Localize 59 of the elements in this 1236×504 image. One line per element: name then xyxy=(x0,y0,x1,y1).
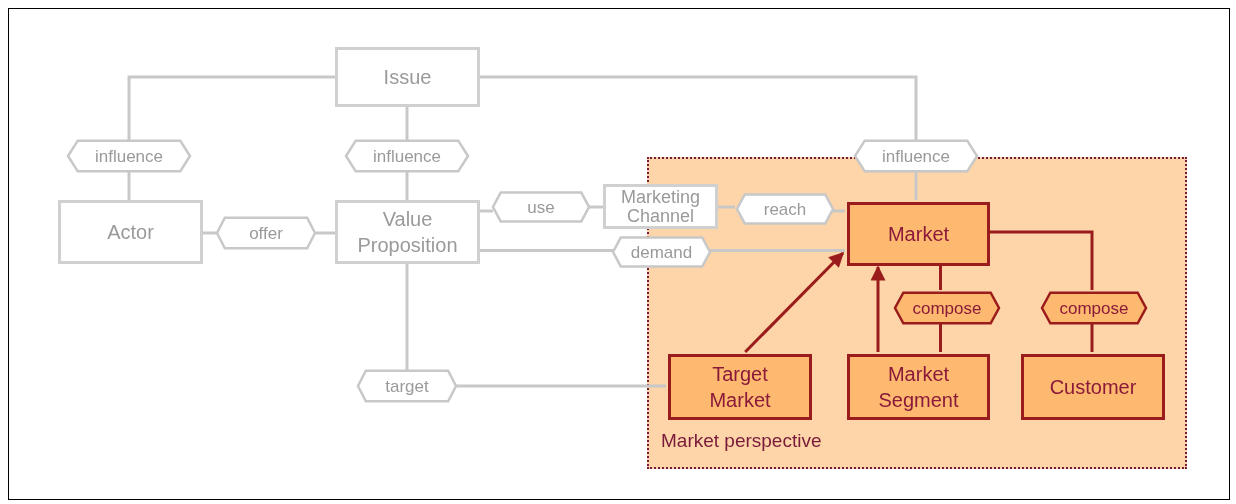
connector-line xyxy=(456,384,666,388)
connector-line xyxy=(405,107,409,140)
entity-label: Actor xyxy=(107,220,154,245)
entity-box xyxy=(668,354,812,420)
relation-label: compose xyxy=(1059,299,1129,317)
relation-hexagon xyxy=(217,217,315,249)
relation-label: influence xyxy=(372,147,442,165)
relation-label: reach xyxy=(763,200,807,218)
relation-label: use xyxy=(527,198,555,216)
relation-hexagon xyxy=(493,192,589,222)
connector-line xyxy=(1090,322,1094,352)
entity-label: Market Segment xyxy=(877,362,960,413)
connector-line xyxy=(405,264,409,370)
connector-line xyxy=(203,231,217,235)
relation-hexagon xyxy=(68,140,190,172)
relation-hexagon xyxy=(895,292,999,324)
relation-hexagon xyxy=(737,194,833,224)
connector-line xyxy=(831,209,845,213)
entity-box xyxy=(847,354,990,420)
connector-line xyxy=(988,230,1094,290)
relation-hexagon xyxy=(613,237,710,267)
connector-line xyxy=(480,209,493,213)
relation-hexagon xyxy=(855,140,977,172)
connector-line xyxy=(480,75,918,140)
entity-label: Issue xyxy=(383,65,432,90)
connector-line xyxy=(914,172,918,200)
relation-label: offer xyxy=(249,224,283,242)
relation-hexagon xyxy=(358,370,456,402)
relation-label: compose xyxy=(912,299,982,317)
entity-label: Target Market xyxy=(708,362,772,413)
relation-hexagon xyxy=(1042,292,1146,324)
entity-box xyxy=(335,47,480,107)
entity-box xyxy=(335,200,480,264)
connector-line xyxy=(127,75,335,140)
connector-line xyxy=(405,172,409,200)
relation-label: demand xyxy=(630,243,693,261)
connector-line xyxy=(315,231,335,235)
entity-label: Market xyxy=(887,222,950,247)
entity-box xyxy=(847,202,990,266)
relation-label: target xyxy=(385,377,429,395)
entity-label: Customer xyxy=(1049,375,1137,400)
arrow xyxy=(744,251,845,354)
connector-line xyxy=(480,249,613,252)
region-title: Market perspective xyxy=(661,428,822,453)
connector-line xyxy=(718,205,735,209)
entity-box xyxy=(603,184,718,229)
relation-label: influence xyxy=(94,147,164,165)
entity-label: Marketing Channel xyxy=(620,187,701,226)
connector-line xyxy=(939,264,942,290)
connector-line xyxy=(127,172,131,200)
relation-label: influence xyxy=(881,147,951,165)
entity-box xyxy=(58,200,203,264)
entity-label: Value Proposition xyxy=(356,207,459,258)
connector-line xyxy=(589,205,603,209)
relation-hexagon xyxy=(346,140,468,172)
arrow xyxy=(870,265,886,352)
connector-line xyxy=(939,322,942,352)
entity-box xyxy=(1021,354,1165,420)
connector-line xyxy=(710,249,845,252)
